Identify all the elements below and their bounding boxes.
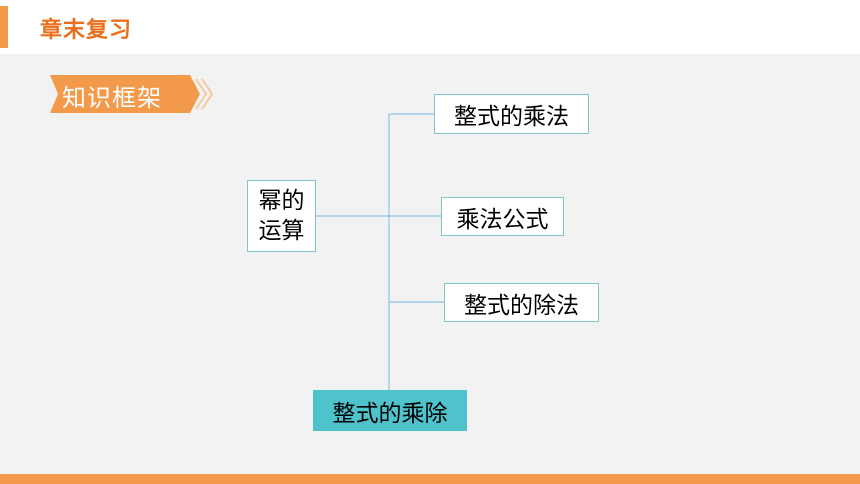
slide-header: 章末复习 <box>0 0 860 54</box>
tag-arrow-shape <box>50 75 214 113</box>
node-power-operations: 幂的 运算 <box>247 180 316 252</box>
header-accent-bar <box>0 6 8 48</box>
footer-accent-bar <box>0 474 860 484</box>
node-power-operations-line2: 运算 <box>258 218 305 244</box>
slide-title: 章末复习 <box>40 18 133 43</box>
node-polynomial-division: 整式的除法 <box>444 283 599 322</box>
node-power-operations-line1: 幂的 <box>258 188 305 214</box>
node-multiplication-formulas: 乘法公式 <box>441 197 564 236</box>
node-polynomial-multiplication: 整式的乘法 <box>434 94 589 134</box>
section-tag-label: 知识框架 <box>62 84 162 112</box>
node-root-polynomial-mult-div: 整式的乘除 <box>313 390 467 431</box>
